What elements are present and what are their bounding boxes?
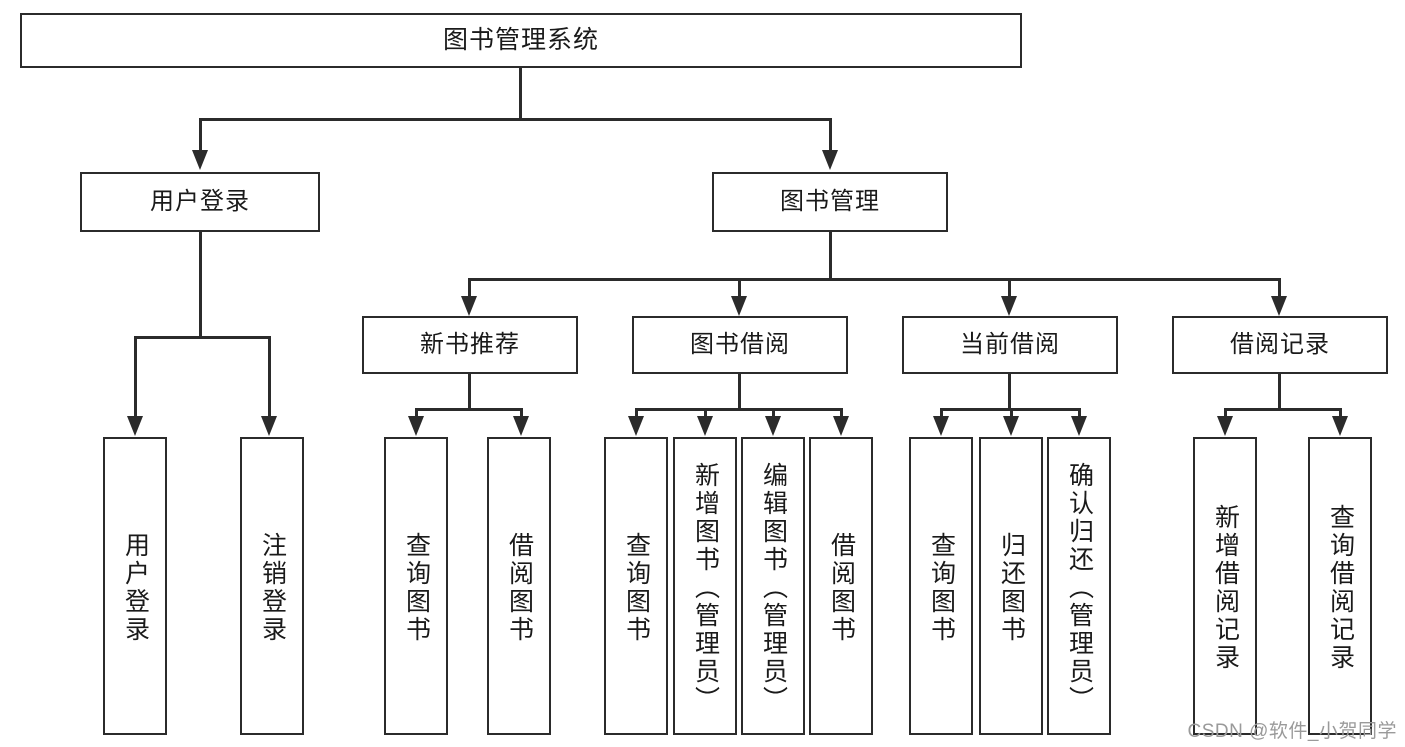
node-label: 借阅图书 — [505, 532, 534, 644]
connector-bb-to-leaf-2 — [704, 408, 707, 418]
connector-borrow-record-stem — [1278, 374, 1281, 408]
connector-book-management-bus — [468, 278, 1280, 281]
connector-cb-to-leaf-3 — [1078, 408, 1081, 418]
connector-cb-to-leaf-1 — [940, 408, 943, 418]
connector-root-stem — [519, 68, 522, 118]
node-label: 查询图书 — [927, 532, 956, 644]
node-root-book-management-system[interactable]: 图书管理系统 — [20, 13, 1022, 68]
connector-bm-to-book-borrow — [738, 278, 741, 298]
node-label: 图书借阅 — [690, 331, 790, 359]
connector-user-login-stem — [199, 232, 202, 336]
node-label: 查询图书 — [622, 532, 651, 644]
leaf-return-book[interactable]: 归还图书 — [979, 437, 1043, 735]
arrowhead-bm-to-new-book — [461, 296, 477, 316]
node-label: 查询借阅记录 — [1326, 504, 1355, 672]
arrowhead-root-to-user-login — [192, 150, 208, 170]
arrowhead-user-login-to-leaf-2 — [261, 416, 277, 436]
node-label: 图书管理 — [780, 188, 880, 216]
node-label: 编辑图书（管理员） — [759, 462, 788, 714]
connector-book-borrow-stem — [738, 374, 741, 408]
connector-bm-to-new-book — [468, 278, 471, 298]
leaf-borrow-book[interactable]: 借阅图书 — [809, 437, 873, 735]
connector-br-to-leaf-2 — [1339, 408, 1342, 418]
leaf-edit-book-admin[interactable]: 编辑图书（管理员） — [741, 437, 805, 735]
leaf-query-book-current[interactable]: 查询图书 — [909, 437, 973, 735]
connector-root-bus — [199, 118, 832, 121]
arrowhead-new-book-to-leaf-2 — [513, 416, 529, 436]
connector-bb-to-leaf-1 — [635, 408, 638, 418]
arrowhead-cb-to-leaf-1 — [933, 416, 949, 436]
leaf-confirm-return-admin[interactable]: 确认归还（管理员） — [1047, 437, 1111, 735]
watermark-text: CSDN @软件_小贺同学 — [1187, 721, 1397, 742]
arrowhead-bb-to-leaf-2 — [697, 416, 713, 436]
node-label: 图书管理系统 — [442, 26, 599, 55]
connector-bb-to-leaf-3 — [772, 408, 775, 418]
connector-new-book-to-leaf-1 — [415, 408, 418, 418]
node-label: 归还图书 — [997, 532, 1026, 644]
connector-book-management-stem — [829, 232, 832, 278]
arrowhead-bb-to-leaf-1 — [628, 416, 644, 436]
arrowhead-cb-to-leaf-2 — [1003, 416, 1019, 436]
leaf-query-borrow-record[interactable]: 查询借阅记录 — [1308, 437, 1372, 735]
leaf-add-book-admin[interactable]: 新增图书（管理员） — [673, 437, 737, 735]
connector-book-borrow-bus — [635, 408, 843, 411]
leaf-query-book-borrow[interactable]: 查询图书 — [604, 437, 668, 735]
node-label: 当前借阅 — [960, 331, 1060, 359]
node-label: 新书推荐 — [420, 331, 520, 359]
arrowhead-bm-to-current-borrow — [1001, 296, 1017, 316]
node-label: 新增借阅记录 — [1211, 504, 1240, 672]
node-book-management[interactable]: 图书管理 — [712, 172, 948, 232]
arrowhead-br-to-leaf-1 — [1217, 416, 1233, 436]
connector-borrow-record-bus — [1224, 408, 1342, 411]
connector-user-login-bus — [134, 336, 271, 339]
node-label: 注销登录 — [258, 532, 287, 644]
connector-bm-to-current-borrow — [1008, 278, 1011, 298]
node-label: 借阅记录 — [1230, 331, 1330, 359]
leaf-user-login[interactable]: 用户登录 — [103, 437, 167, 735]
arrowhead-root-to-book-management — [822, 150, 838, 170]
arrowhead-new-book-to-leaf-1 — [408, 416, 424, 436]
connector-current-borrow-stem — [1008, 374, 1011, 408]
node-book-borrow[interactable]: 图书借阅 — [632, 316, 848, 374]
node-label: 新增图书（管理员） — [691, 462, 720, 714]
arrowhead-user-login-to-leaf-1 — [127, 416, 143, 436]
connector-user-login-to-leaf-1 — [134, 336, 137, 418]
node-label: 查询图书 — [402, 532, 431, 644]
connector-bb-to-leaf-4 — [840, 408, 843, 418]
connector-bm-to-borrow-record — [1278, 278, 1281, 298]
connector-root-to-user-login — [199, 118, 202, 152]
leaf-logout[interactable]: 注销登录 — [240, 437, 304, 735]
connector-new-book-stem — [468, 374, 471, 408]
arrowhead-bb-to-leaf-3 — [765, 416, 781, 436]
arrowhead-bb-to-leaf-4 — [833, 416, 849, 436]
connector-root-to-book-management — [829, 118, 832, 152]
leaf-add-borrow-record[interactable]: 新增借阅记录 — [1193, 437, 1257, 735]
connector-new-book-bus — [415, 408, 523, 411]
arrowhead-bm-to-book-borrow — [731, 296, 747, 316]
node-borrow-record[interactable]: 借阅记录 — [1172, 316, 1388, 374]
arrowhead-br-to-leaf-2 — [1332, 416, 1348, 436]
node-current-borrow[interactable]: 当前借阅 — [902, 316, 1118, 374]
arrowhead-bm-to-borrow-record — [1271, 296, 1287, 316]
leaf-borrow-book-recommend[interactable]: 借阅图书 — [487, 437, 551, 735]
connector-br-to-leaf-1 — [1224, 408, 1227, 418]
node-new-book-recommend[interactable]: 新书推荐 — [362, 316, 578, 374]
connector-user-login-to-leaf-2 — [268, 336, 271, 418]
node-label: 确认归还（管理员） — [1065, 462, 1094, 714]
arrowhead-cb-to-leaf-3 — [1071, 416, 1087, 436]
node-label: 用户登录 — [150, 188, 250, 216]
connector-cb-to-leaf-2 — [1010, 408, 1013, 418]
node-user-login[interactable]: 用户登录 — [80, 172, 320, 232]
node-label: 用户登录 — [121, 532, 150, 644]
node-label: 借阅图书 — [827, 532, 856, 644]
connector-new-book-to-leaf-2 — [520, 408, 523, 418]
leaf-query-book-recommend[interactable]: 查询图书 — [384, 437, 448, 735]
